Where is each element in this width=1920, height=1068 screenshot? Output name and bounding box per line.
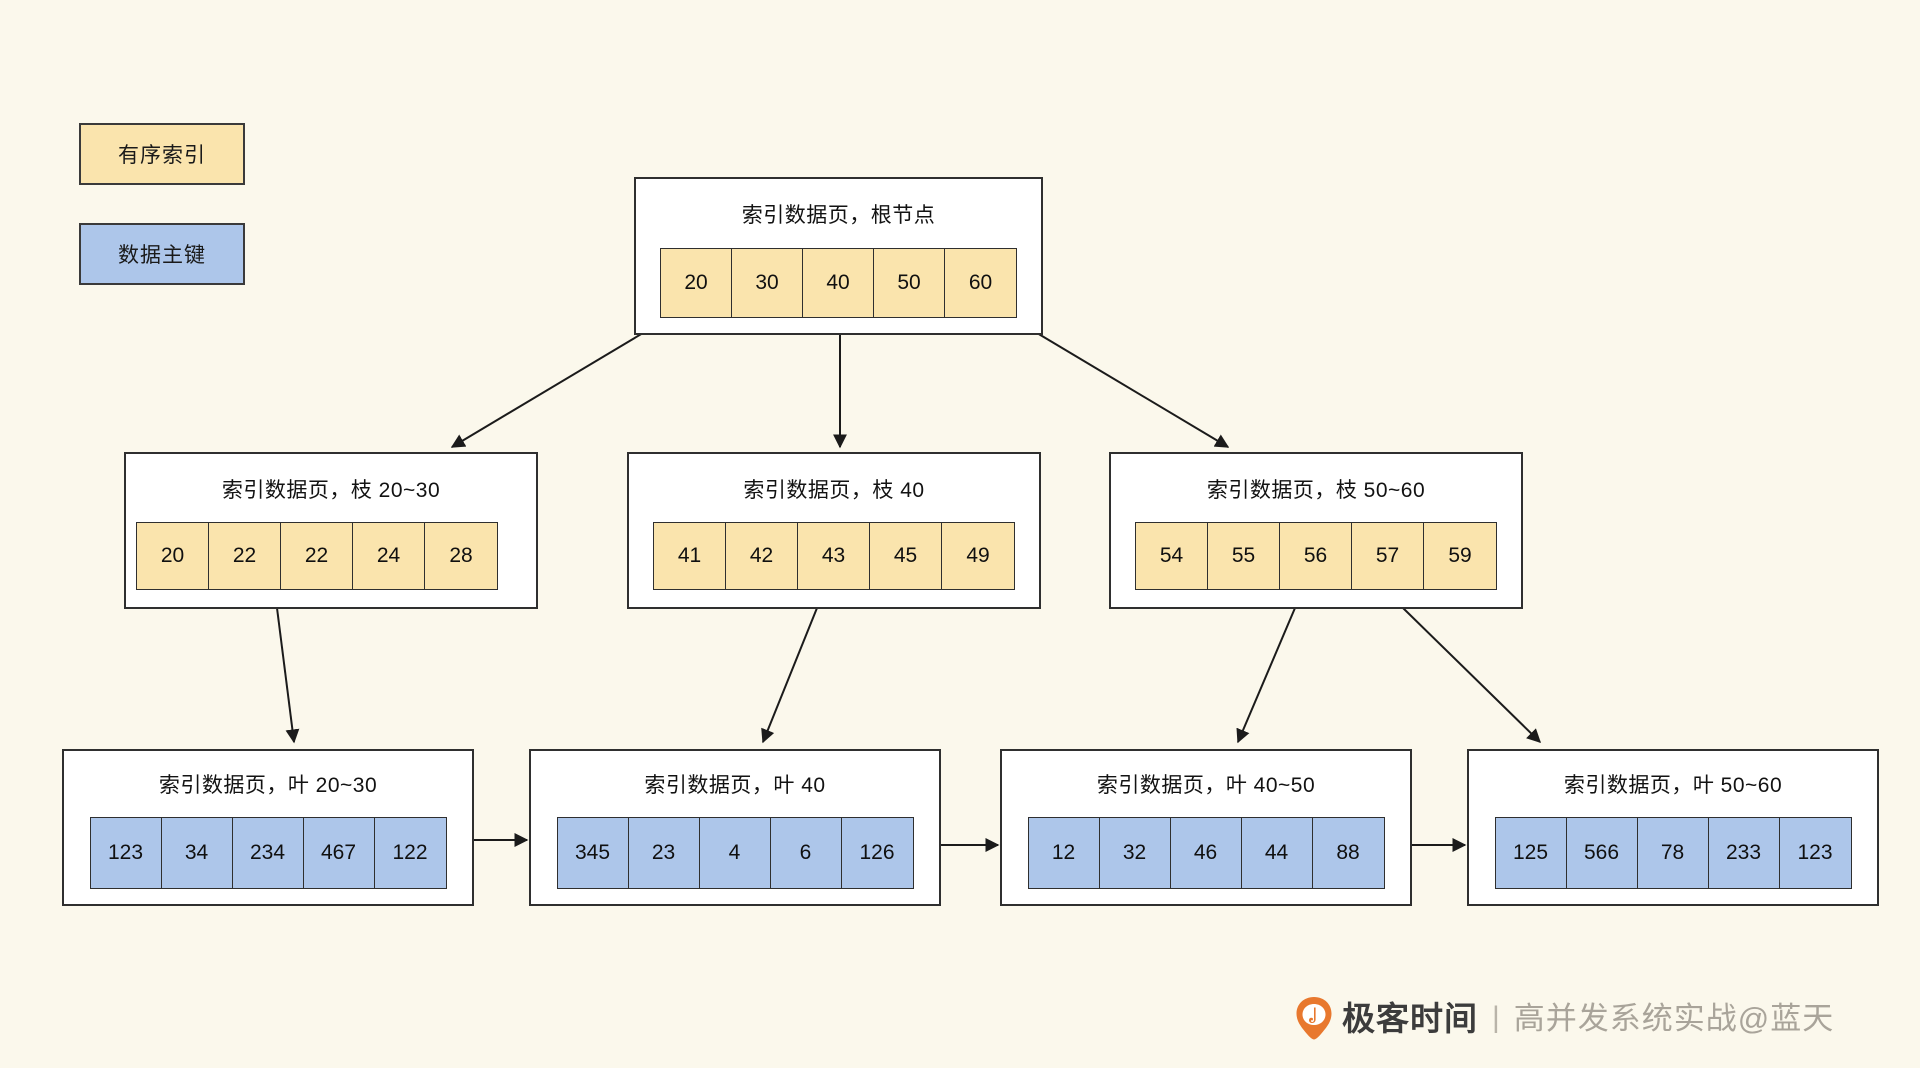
node-cell: 20 bbox=[661, 249, 732, 317]
node-cell: 20 bbox=[137, 523, 209, 589]
node-branch-title: 索引数据页，枝 40 bbox=[743, 479, 925, 502]
node-cell: 50 bbox=[874, 249, 945, 317]
node-cell: 23 bbox=[628, 818, 700, 888]
edge-root-to-branch-1 bbox=[450, 329, 649, 448]
node-cell: 126 bbox=[841, 818, 913, 888]
node-cell: 22 bbox=[281, 523, 353, 589]
node-cell: 43 bbox=[798, 523, 870, 589]
node-cell: 123 bbox=[90, 818, 162, 888]
geekbang-logo-icon bbox=[1296, 997, 1332, 1040]
node-cell: 45 bbox=[870, 523, 942, 589]
edge-branch-1-to-leaf-1 bbox=[276, 607, 300, 744]
node-branch-cells: 41 42 43 45 49 bbox=[653, 522, 1015, 590]
watermark: 极客时间 | 高并发系统实战@蓝天 bbox=[1295, 994, 1834, 1042]
node-cell: 233 bbox=[1708, 818, 1780, 888]
node-cell: 78 bbox=[1637, 818, 1709, 888]
node-cell: 32 bbox=[1099, 818, 1171, 888]
node-cell: 57 bbox=[1352, 523, 1424, 589]
node-cell: 24 bbox=[353, 523, 425, 589]
legend-ordered-index-label: 有序索引 bbox=[118, 144, 206, 167]
node-leaf-cells: 345 23 4 6 126 bbox=[556, 817, 914, 889]
legend-primary-key: 数据主键 bbox=[79, 223, 245, 285]
edge-branch-3-to-leaf-3 bbox=[1236, 607, 1296, 744]
edge-root-to-branch-3 bbox=[1031, 329, 1230, 448]
node-root-title: 索引数据页，根节点 bbox=[741, 204, 936, 227]
edge-branch-2-to-leaf-2 bbox=[761, 607, 818, 744]
node-cell: 467 bbox=[303, 818, 375, 888]
node-cell: 44 bbox=[1241, 818, 1313, 888]
node-cell: 12 bbox=[1028, 818, 1100, 888]
node-cell: 566 bbox=[1566, 818, 1638, 888]
node-cell: 55 bbox=[1208, 523, 1280, 589]
node-cell: 56 bbox=[1280, 523, 1352, 589]
node-branch-title: 索引数据页，枝 50~60 bbox=[1206, 479, 1426, 502]
edge-branch-3-to-leaf-4 bbox=[1402, 607, 1542, 743]
node-cell: 122 bbox=[374, 818, 446, 888]
node-leaf-20-30: 索引数据页，叶 20~30 123 34 234 467 122 bbox=[62, 749, 474, 906]
node-leaf-cells: 125 566 78 233 123 bbox=[1494, 817, 1852, 889]
node-cell: 4 bbox=[699, 818, 771, 888]
node-cell: 28 bbox=[425, 523, 497, 589]
node-branch-cells: 20 22 22 24 28 bbox=[136, 522, 498, 590]
node-cell: 42 bbox=[726, 523, 798, 589]
node-cell: 88 bbox=[1312, 818, 1384, 888]
node-cell: 59 bbox=[1424, 523, 1496, 589]
node-cell: 22 bbox=[209, 523, 281, 589]
watermark-course: 高并发系统实战@蓝天 bbox=[1513, 1000, 1835, 1036]
node-leaf-title: 索引数据页，叶 50~60 bbox=[1563, 774, 1783, 797]
watermark-separator: | bbox=[1492, 1001, 1500, 1034]
node-leaf-cells: 123 34 234 467 122 bbox=[89, 817, 447, 889]
node-leaf-title: 索引数据页，叶 20~30 bbox=[158, 774, 378, 797]
node-root-cells: 20 30 40 50 60 bbox=[660, 248, 1017, 318]
node-cell: 123 bbox=[1779, 818, 1851, 888]
node-branch-cells: 54 55 56 57 59 bbox=[1135, 522, 1497, 590]
watermark-brand: 极客时间 bbox=[1342, 999, 1478, 1037]
node-cell: 60 bbox=[945, 249, 1016, 317]
node-branch-20-30: 索引数据页，枝 20~30 20 22 22 24 28 bbox=[124, 452, 538, 609]
node-cell: 34 bbox=[161, 818, 233, 888]
legend-ordered-index: 有序索引 bbox=[79, 123, 245, 185]
legend-primary-key-label: 数据主键 bbox=[118, 244, 206, 267]
node-leaf-40: 索引数据页，叶 40 345 23 4 6 126 bbox=[529, 749, 941, 906]
node-leaf-title: 索引数据页，叶 40~50 bbox=[1096, 774, 1316, 797]
node-branch-50-60: 索引数据页，枝 50~60 54 55 56 57 59 bbox=[1109, 452, 1523, 609]
node-leaf-cells: 12 32 46 44 88 bbox=[1027, 817, 1385, 889]
node-leaf-50-60: 索引数据页，叶 50~60 125 566 78 233 123 bbox=[1467, 749, 1879, 906]
node-cell: 30 bbox=[732, 249, 803, 317]
node-cell: 6 bbox=[770, 818, 842, 888]
node-cell: 40 bbox=[803, 249, 874, 317]
node-cell: 46 bbox=[1170, 818, 1242, 888]
node-cell: 125 bbox=[1495, 818, 1567, 888]
node-cell: 54 bbox=[1136, 523, 1208, 589]
node-root: 索引数据页，根节点 20 30 40 50 60 bbox=[634, 177, 1043, 335]
node-branch-40: 索引数据页，枝 40 41 42 43 45 49 bbox=[627, 452, 1041, 609]
node-cell: 345 bbox=[557, 818, 629, 888]
node-cell: 234 bbox=[232, 818, 304, 888]
node-leaf-40-50: 索引数据页，叶 40~50 12 32 46 44 88 bbox=[1000, 749, 1412, 906]
node-cell: 49 bbox=[942, 523, 1014, 589]
node-leaf-title: 索引数据页，叶 40 bbox=[644, 774, 826, 797]
node-branch-title: 索引数据页，枝 20~30 bbox=[221, 479, 441, 502]
node-cell: 41 bbox=[654, 523, 726, 589]
